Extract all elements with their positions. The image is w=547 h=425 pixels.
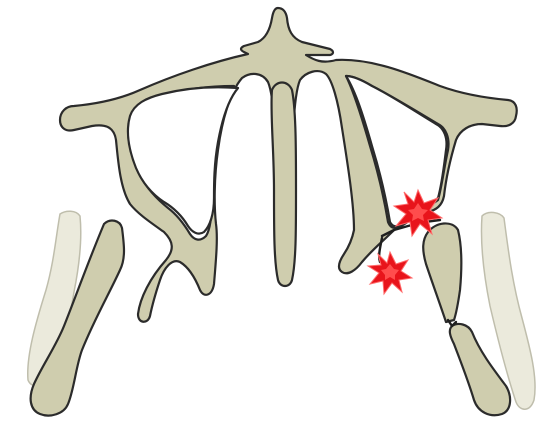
central-strut [271, 83, 296, 287]
